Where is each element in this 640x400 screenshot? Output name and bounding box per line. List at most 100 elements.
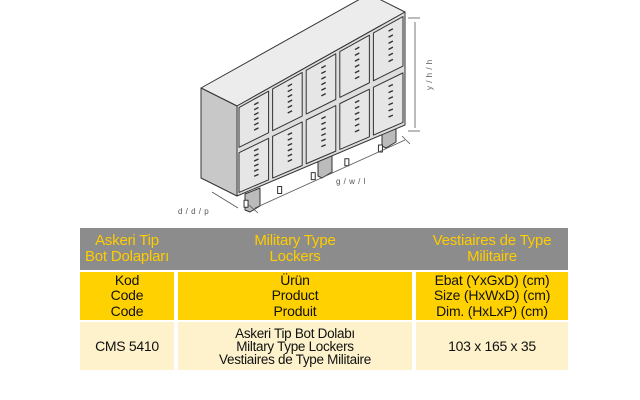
header-product-type-line1: Military Type: [254, 232, 336, 249]
locker-vent-slot: [388, 102, 394, 106]
locker-door: [372, 72, 404, 136]
field-size-en: Size (HxWxD) (cm): [433, 287, 551, 304]
locker-door: [372, 16, 404, 82]
header-category-line1: Askeri Tip: [95, 232, 159, 249]
locker-side-face: [200, 87, 238, 197]
locker-vent-slot: [321, 121, 327, 125]
locker-lock: [243, 199, 249, 208]
locker-vent-slot: [388, 46, 394, 51]
locker-vent-slot: [253, 122, 259, 126]
locker-vent-slot: [287, 88, 293, 93]
header-category-line2: Bot Dolapları: [84, 248, 170, 265]
locker-vent-slot: [253, 158, 259, 162]
locker-vent-slot: [321, 144, 326, 148]
locker-vent-slot: [287, 148, 293, 152]
locker-door: [272, 71, 303, 132]
locker-vent-slot: [253, 111, 259, 116]
locker-door: [272, 121, 303, 179]
locker-lock: [344, 158, 350, 167]
field-product: Ürün Product Produit: [178, 272, 412, 320]
locker-vent-slot: [253, 163, 259, 167]
locker-vent-slot: [321, 87, 327, 91]
locker-vent-slot: [287, 137, 293, 141]
locker-vent-slot: [287, 94, 293, 98]
locker-lock: [377, 144, 383, 153]
locker-vent-slot: [354, 75, 360, 80]
locker-vent-slot: [388, 52, 394, 57]
locker-vent-slot: [354, 117, 360, 121]
table-field-row: Kod Code Code Ürün Product Produit Ebat …: [80, 272, 568, 320]
locker-vent-slot: [388, 58, 394, 63]
field-size-fr: Dim. (HxLxP) (cm): [436, 302, 548, 319]
locker-vent-slot: [388, 89, 394, 94]
locker-vent-slot: [287, 142, 293, 147]
locker-vent-slot: [388, 108, 394, 112]
header-french-type-line1: Vestiaires de Type: [432, 232, 552, 249]
locker-vent-slot: [321, 70, 327, 75]
locker-vent-slot: [287, 153, 293, 157]
locker-vent-slot: [253, 168, 259, 172]
header-product-type: Military Type Lockers: [178, 228, 412, 270]
field-code-fr: Code: [110, 302, 144, 319]
locker-door: [339, 34, 370, 98]
locker-vent-slot: [253, 173, 259, 177]
locker-vent-slot: [354, 129, 360, 133]
field-code: Kod Code Code: [80, 272, 174, 320]
locker-vent-slot: [354, 123, 360, 127]
header-french-type: Vestiaires de Type Militaire: [416, 228, 568, 270]
locker-lock: [277, 185, 283, 194]
locker-vent-slot: [253, 127, 259, 131]
locker-vent-slot: [354, 99, 360, 104]
locker-vent-slot: [253, 106, 259, 111]
locker-vent-slot: [287, 132, 293, 136]
product-code: CMS 5410: [80, 322, 174, 370]
field-size-tr: Ebat (YxGxD) (cm): [434, 271, 550, 288]
locker-vent-slot: [321, 127, 326, 131]
product-size-value: 103 x 165 x 35: [448, 337, 536, 354]
header-product-type-line2: Lockers: [269, 248, 321, 265]
locker-vent-slot: [388, 28, 394, 32]
locker-vent-slot: [253, 117, 259, 121]
locker-lock: [310, 172, 316, 181]
field-product-fr: Produit: [273, 302, 317, 319]
locker-vent-slot: [354, 105, 360, 110]
locker-vent-slot: [354, 52, 360, 57]
field-code-tr: Kod: [114, 271, 140, 288]
locker-door: [238, 90, 270, 148]
locker-vent-slot: [321, 81, 327, 86]
locker-vent-slot: [388, 96, 394, 100]
locker-vent-slot: [287, 110, 293, 114]
field-size: Ebat (YxGxD) (cm) Size (HxWxD) (cm) Dim.…: [416, 272, 568, 320]
header-french-type-line2: Militaire: [467, 248, 517, 265]
locker-vent-slot: [388, 34, 394, 38]
locker-vent-slot: [354, 70, 360, 74]
locker-cabinet: [200, 0, 406, 213]
table-row: CMS 5410 Askeri Tip Bot Dolabı Miltary T…: [80, 322, 568, 370]
locker-vent-slot: [321, 76, 327, 80]
locker-vent-slot: [321, 116, 327, 120]
locker-door: [305, 53, 337, 115]
field-product-en: Product: [271, 287, 319, 304]
product-name-tr: Askeri Tip Bot Dolabı: [235, 325, 355, 341]
depth-dimension-label: d / d / p: [178, 207, 209, 216]
locker-vent-slot: [388, 40, 394, 44]
table-header-row: Askeri Tip Bot Dolapları Military Type L…: [80, 228, 568, 270]
locker-vent-slot: [354, 58, 360, 62]
locker-vent-slot: [354, 111, 360, 115]
product-name-fr: Vestiaires de Type Militaire: [219, 351, 371, 367]
locker-door: [339, 88, 370, 150]
locker-vent-slot: [354, 64, 360, 68]
locker-vent-slot: [321, 132, 326, 137]
spec-table: Askeri Tip Bot Dolapları Military Type L…: [80, 228, 568, 370]
product-code-value: CMS 5410: [95, 337, 159, 354]
locker-vent-slot: [253, 153, 259, 157]
locker-vent-slot: [388, 83, 394, 88]
locker-vent-slot: [321, 138, 326, 142]
product-name-en: Miltary Type Lockers: [236, 338, 354, 354]
locker-vent-slot: [287, 158, 293, 163]
locker-door: [305, 105, 337, 165]
locker-vent-slot: [287, 104, 293, 109]
locker-vent-slot: [253, 148, 259, 152]
product-size: 103 x 165 x 35: [416, 322, 568, 370]
locker-technical-drawing: y / h / h g / w / l d / d / p: [178, 0, 434, 216]
